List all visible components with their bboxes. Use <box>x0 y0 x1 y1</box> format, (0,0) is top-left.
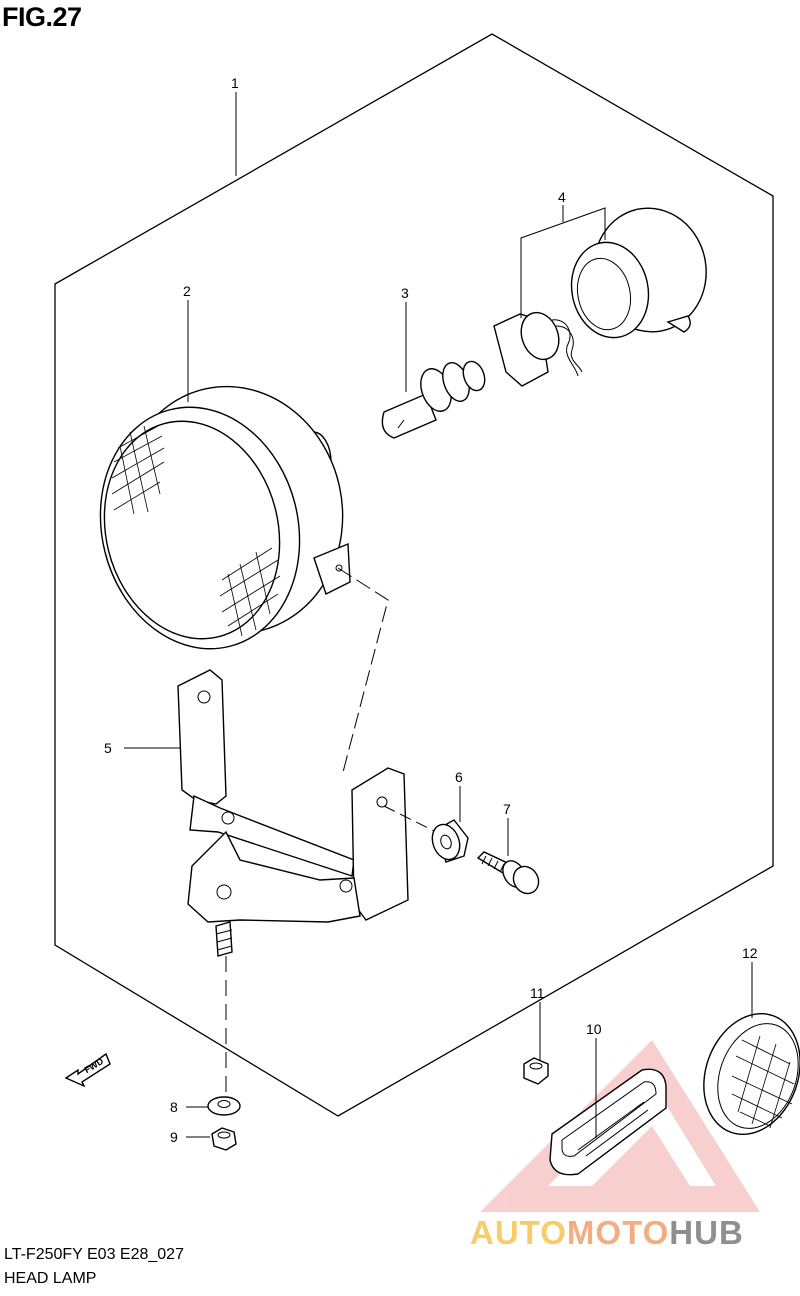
headlamp-unit <box>99 385 351 650</box>
lens-pattern-upper <box>111 425 165 515</box>
mounting-bolt <box>476 851 540 895</box>
nut <box>211 1127 237 1151</box>
rubber-grommet <box>431 819 469 863</box>
headlamp-bulb <box>381 360 486 439</box>
callout-9: 9 <box>170 1129 178 1145</box>
headlamp-bracket <box>177 669 409 957</box>
socket-assembly <box>493 207 707 387</box>
model-code: LT-F250FY E03 E28_027 <box>4 1246 184 1263</box>
washer <box>207 1096 241 1116</box>
forward-direction-arrow: FWD <box>64 1052 111 1088</box>
rectangular-reflector <box>549 1068 667 1176</box>
leader-lines <box>124 92 753 1138</box>
callout-1: 1 <box>231 75 239 91</box>
assembly-name: HEAD LAMP <box>4 1270 97 1287</box>
callout-3: 3 <box>401 285 409 301</box>
callout-8: 8 <box>170 1099 178 1115</box>
callout-12: 12 <box>742 945 758 961</box>
watermark-text: AUTOMOTOHUB <box>470 1214 744 1251</box>
callout-10: 10 <box>586 1021 602 1037</box>
callout-6: 6 <box>455 769 463 785</box>
assembly-line-lamp-bracket <box>337 567 389 777</box>
callout-2: 2 <box>183 283 191 299</box>
assembly-boundary <box>54 33 774 1117</box>
callout-4: 4 <box>558 189 566 205</box>
callout-numbers: 1 2 3 4 5 6 7 8 9 10 11 12 <box>104 75 758 1145</box>
figure-title: FIG.27 <box>2 2 82 32</box>
callout-7: 7 <box>503 801 511 817</box>
lens-pattern-lower <box>219 547 281 637</box>
callout-5: 5 <box>104 740 112 756</box>
round-reflector <box>703 1012 800 1136</box>
callout-11: 11 <box>530 985 545 1001</box>
reflector-nut <box>523 1057 549 1085</box>
